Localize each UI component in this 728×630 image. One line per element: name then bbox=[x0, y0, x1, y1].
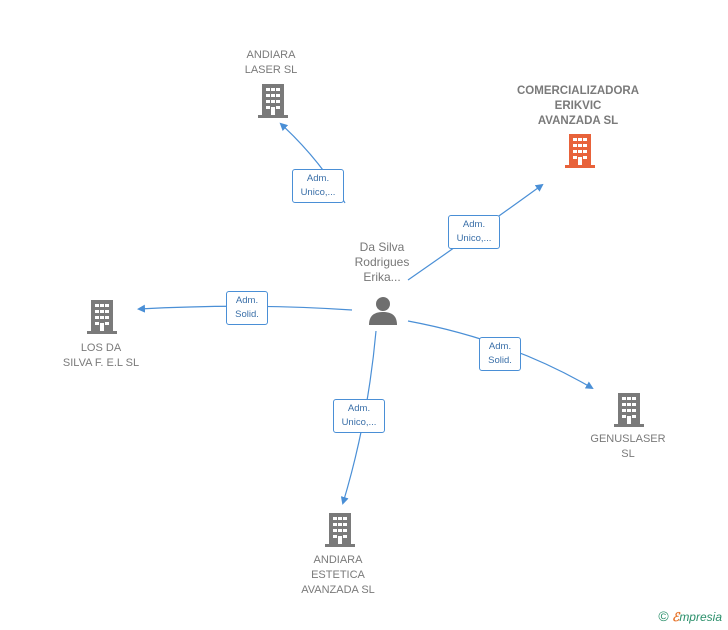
andiara-laser-building-icon[interactable] bbox=[258, 84, 288, 123]
edge-label-genuslaser[interactable]: Adm. Solid. bbox=[479, 337, 521, 371]
edge-label-andiara-laser[interactable]: Adm. Unico,... bbox=[292, 169, 344, 203]
andiara-estetica-label[interactable]: ANDIARA ESTETICA AVANZADA SL bbox=[301, 554, 375, 596]
edge-label-andiara-estetica[interactable]: Adm. Unico,... bbox=[333, 399, 385, 433]
person-name[interactable]: Da Silva Rodrigues Erika... bbox=[354, 240, 410, 284]
comercializadora-label[interactable]: COMERCIALIZADORA ERIKVIC AVANZADA SL bbox=[516, 85, 640, 127]
copyright-icon: © bbox=[658, 608, 669, 624]
los-da-silva-label[interactable]: LOS DA SILVA F. E.L SL bbox=[62, 342, 140, 369]
comercializadora-building-icon[interactable] bbox=[565, 134, 595, 173]
edge-label-los-da-silva[interactable]: Adm. Solid. bbox=[226, 291, 268, 325]
brand-name: mpresia bbox=[679, 610, 722, 624]
footer-brand: © ℰmpresia bbox=[658, 608, 722, 624]
andiara-estetica-building-icon[interactable] bbox=[325, 513, 355, 552]
genuslaser-building-icon[interactable] bbox=[614, 393, 644, 432]
genuslaser-label[interactable]: GENUSLASER SL bbox=[590, 433, 666, 460]
andiara-laser-label[interactable]: ANDIARA LASER SL bbox=[244, 49, 298, 76]
edge-label-comercializadora[interactable]: Adm. Unico,... bbox=[448, 215, 500, 249]
person-icon[interactable] bbox=[367, 295, 399, 327]
brand-initial: ℰ bbox=[672, 610, 680, 624]
los-da-silva-building-icon[interactable] bbox=[87, 300, 117, 339]
